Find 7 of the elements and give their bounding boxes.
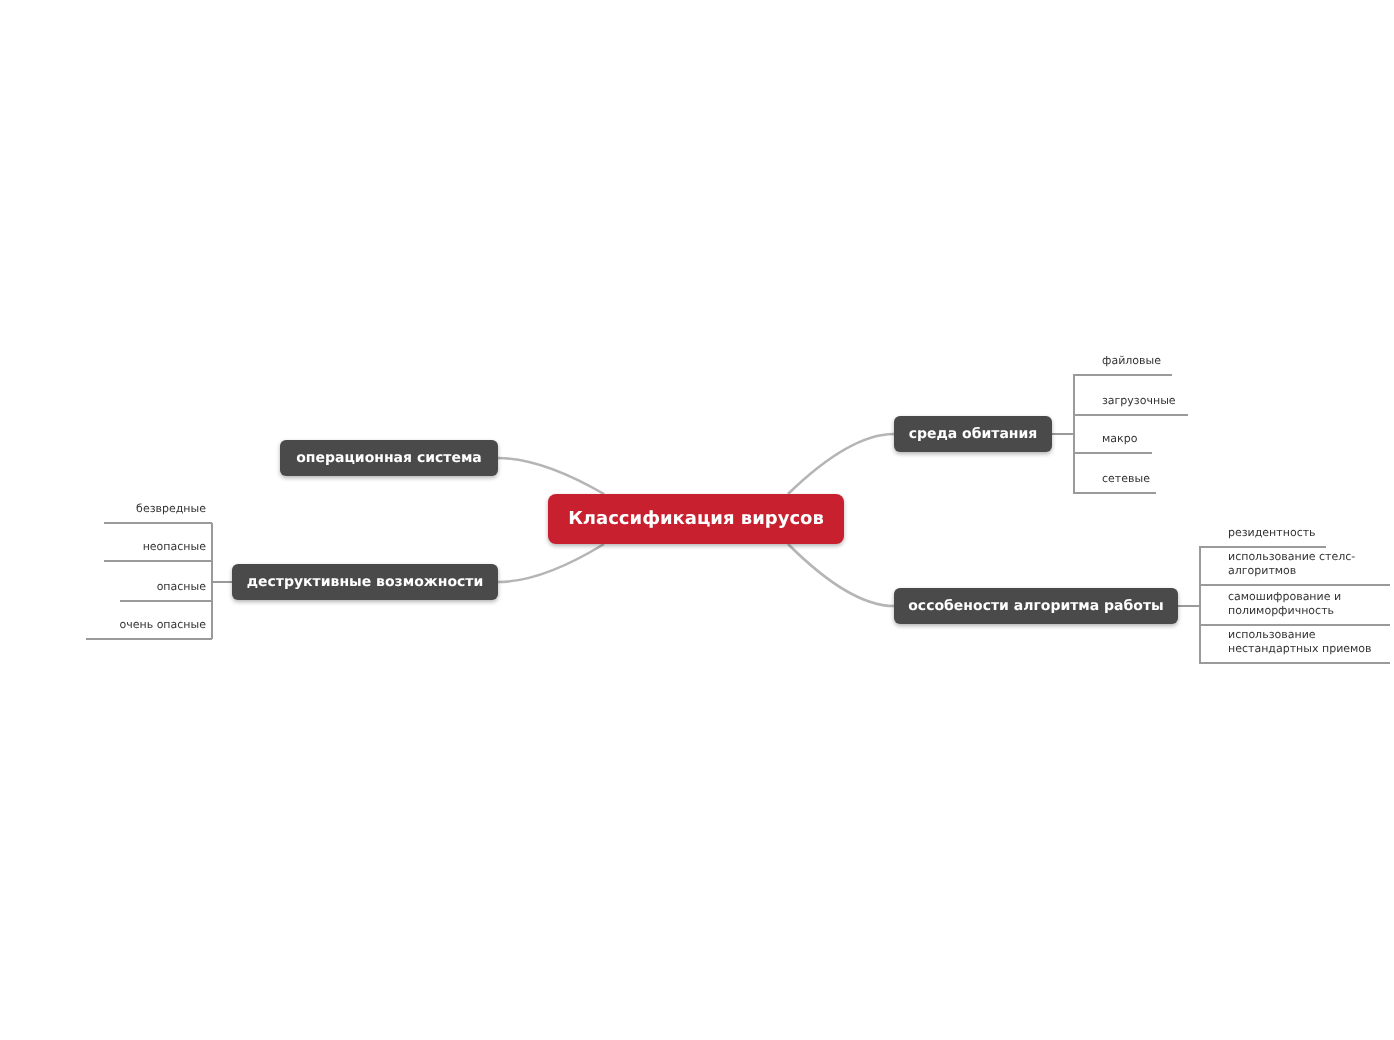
connector-line <box>1051 433 1097 494</box>
connector-line <box>1177 605 1223 664</box>
connector-line <box>497 542 605 584</box>
central-topic: Классификация вирусов <box>548 494 844 544</box>
connector-line <box>787 543 895 608</box>
connector-line <box>497 456 605 496</box>
connector-line <box>787 432 895 495</box>
